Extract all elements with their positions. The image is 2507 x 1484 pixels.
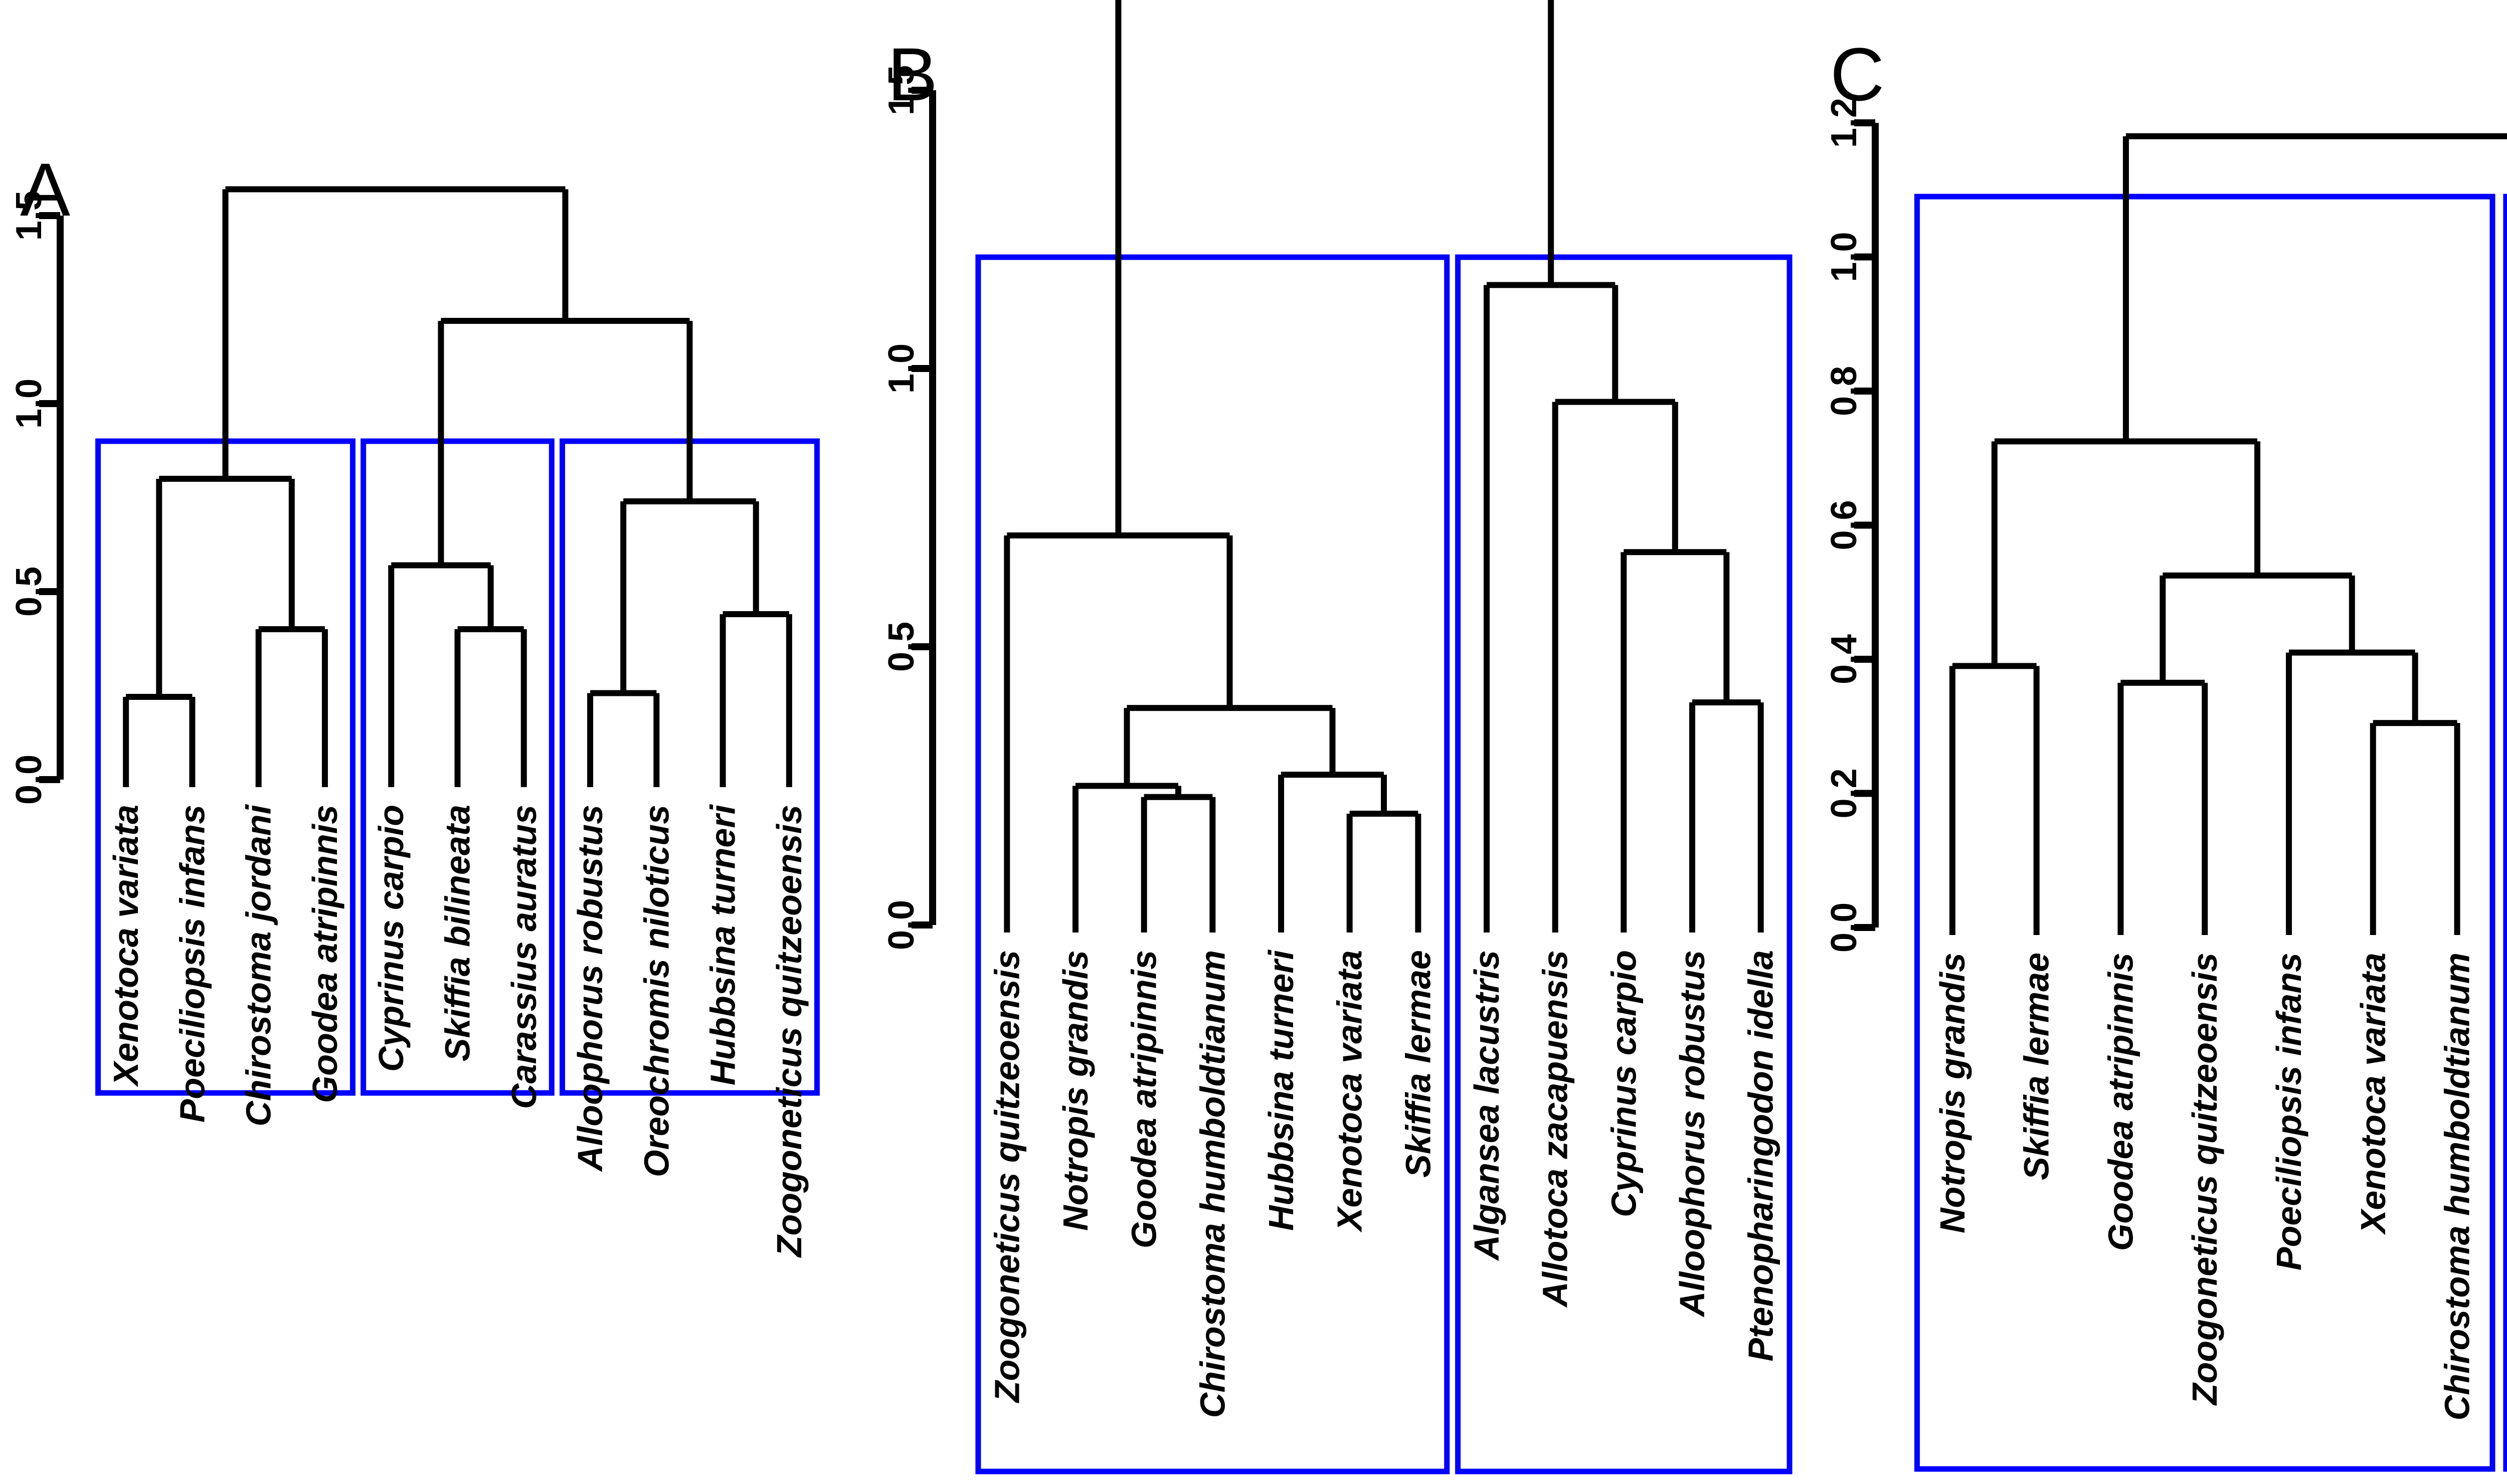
y-axis-tick-label: 0.0 [1824,902,1864,953]
leaf-label: Chirostoma humboldtianum [1193,950,1232,1418]
leaf-label: Zoogoneticus quitzeoensis [987,950,1026,1403]
y-axis-tick-label: 0.5 [881,622,922,672]
y-axis-tick-label: 0.0 [881,900,922,950]
leaf-label: Hubbsina turneri [703,804,743,1085]
cluster-box [1914,194,2495,1472]
dendrogram-branches [1949,133,2507,928]
leaf-label: Goodea atripinnis [1125,950,1164,1248]
leaf-label: Allotoca zacapuensis [1536,950,1575,1308]
panel-letter: C [1830,32,1884,116]
leaf-label: Alloophorus robustus [571,805,610,1172]
cluster-box [1455,254,1793,1474]
y-axis-tick-label: 0.5 [9,567,49,617]
leaf-label: Carassius auratus [504,805,544,1109]
y-axis-tick-label: 1.5 [9,191,49,241]
leaf-label: Poeciliopsis infans [2269,953,2308,1270]
leaf-label: Alloophorus robustus [1673,950,1712,1318]
leaf-label: Chirostoma humboldtianum [2438,953,2477,1420]
leaf-label: Cyprinus carpio [1604,950,1643,1217]
y-axis-tick-label: 1.2 [1824,98,1864,148]
cluster-box [975,254,1450,1474]
leaf-label: Oreochromis niloticus [637,805,676,1177]
leaf-label: Zoogoneticus quitzeoensis [2185,953,2224,1406]
y-axis-tick-label: 1.5 [881,65,922,115]
leaf-label: Xenotoca variata [1330,950,1369,1233]
leaf-label: Algansea lacustris [1467,950,1506,1261]
leaf-label: Xenotoca variata [106,805,145,1087]
y-axis-tick-label: 0.4 [1824,634,1864,684]
cluster-box [361,438,555,1096]
cluster-box [2503,194,2507,1472]
leaf-label: Goodea atripinnis [2101,953,2140,1251]
y-axis-tick-label: 0.8 [1824,366,1864,416]
leaf-label: Skiffia lermae [2017,953,2056,1180]
y-axis-tick-label: 1.0 [1824,232,1864,282]
leaf-label: Xenotoca variata [2354,953,2393,1235]
y-axis-tick-label: 0.2 [1824,768,1864,818]
leaf-label: Hubbsina turneri [1262,949,1301,1231]
leaf-label: Cyprinus carpio [372,805,411,1072]
leaf-label: Chirostoma jordani [239,804,278,1126]
dendrogram-branches [1004,0,1764,925]
y-axis-tick-label: 1.0 [881,343,922,394]
leaf-label: Skiffia lermae [1398,950,1438,1178]
leaf-label: Ptenopharingodon idella [1741,950,1780,1362]
leaf-label: Zoogoneticus quitzeoensis [770,805,809,1258]
y-axis-tick-label: 0.6 [1824,500,1864,550]
leaf-label: Notropis grandis [1933,953,1972,1233]
y-axis-tick-label: 1.0 [9,379,49,429]
leaf-label: Poeciliopsis infans [172,805,212,1123]
y-axis-tick-label: 0.0 [9,755,49,805]
leaf-label: Skiffia bilineata [438,805,477,1061]
leaf-label: Goodea atripinnis [305,805,344,1103]
dendrogram-branches [123,186,792,780]
leaf-label: Notropis grandis [1056,950,1095,1231]
